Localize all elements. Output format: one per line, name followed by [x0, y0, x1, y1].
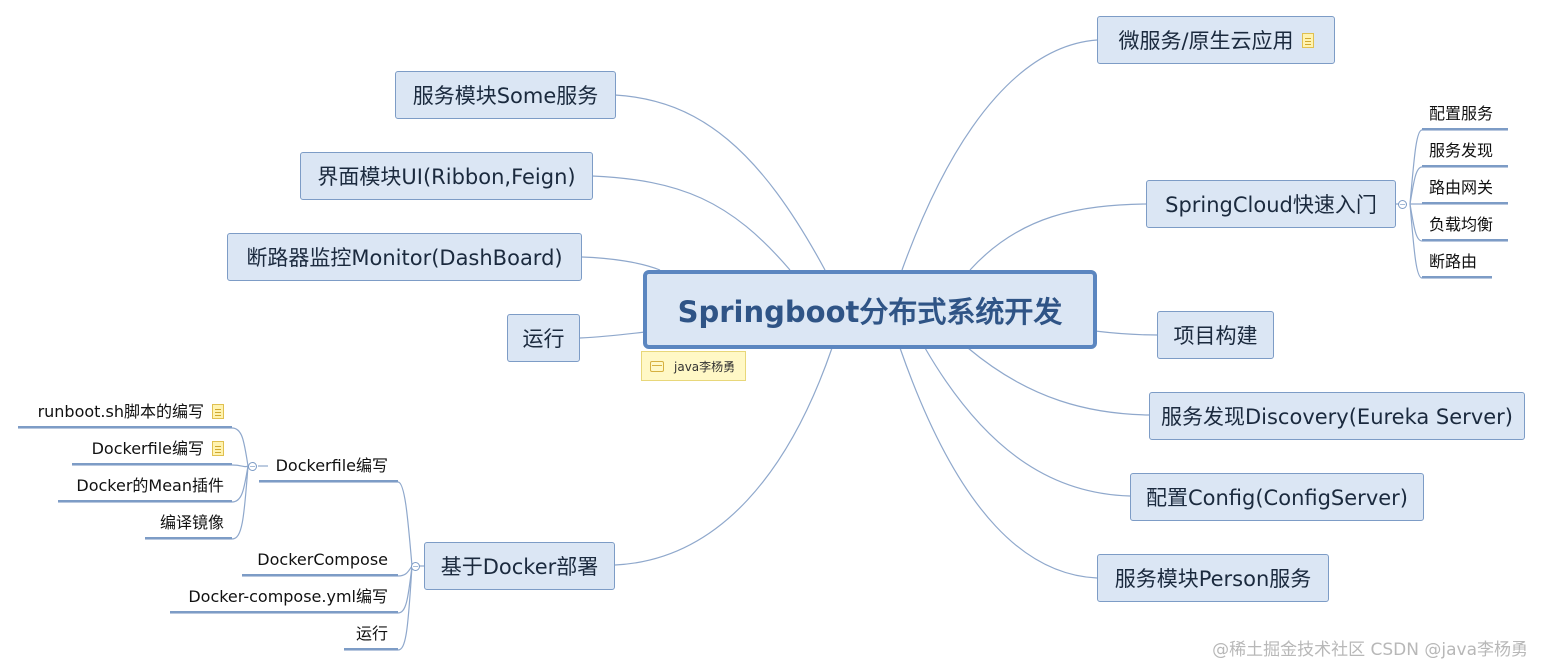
- leaf-docker-mean-plugin[interactable]: Docker的Mean插件: [58, 476, 232, 502]
- branch-springcloud[interactable]: SpringCloud快速入门: [1146, 180, 1396, 228]
- leaf-build-image[interactable]: 编译镜像: [145, 513, 232, 539]
- leaf-label: 配置服务: [1429, 104, 1494, 123]
- leaf-label: DockerCompose: [257, 550, 388, 569]
- link-center-config: [924, 347, 1131, 497]
- leaf-service-discovery[interactable]: 服务发现: [1422, 141, 1508, 167]
- note-icon[interactable]: [212, 404, 224, 419]
- leaf-circuit-breaker[interactable]: 断路由: [1422, 252, 1492, 278]
- branch-label: SpringCloud快速入门: [1165, 193, 1377, 217]
- link-dk-2: [242, 565, 413, 577]
- link-df-2: [72, 464, 249, 468]
- leaf-label: Docker的Mean插件: [76, 476, 224, 495]
- link-df-1: [18, 427, 249, 467]
- link-dk-4: [344, 565, 413, 651]
- branch-project-build[interactable]: 项目构建: [1157, 311, 1274, 359]
- branch-discovery[interactable]: 服务发现Discovery(Eureka Server): [1149, 392, 1525, 440]
- note-icon[interactable]: [1301, 32, 1314, 48]
- branch-label: 项目构建: [1173, 324, 1258, 348]
- watermark: @稀土掘金技术社区 CSDN @java李杨勇: [1212, 640, 1528, 660]
- leaf-label: 路由网关: [1429, 178, 1494, 197]
- leaf-label: 负载均衡: [1429, 215, 1494, 234]
- collapse-toggle-springcloud[interactable]: −: [1398, 200, 1407, 209]
- leaf-label: 编译镜像: [159, 513, 224, 532]
- branch-config[interactable]: 配置Config(ConfigServer): [1130, 473, 1424, 521]
- branch-label: 界面模块UI(Ribbon,Feign): [317, 165, 576, 189]
- leaf-label: runboot.sh脚本的编写: [37, 402, 204, 421]
- branch-label: 服务模块Person服务: [1114, 567, 1312, 591]
- branch-label: 服务发现Discovery(Eureka Server): [1160, 405, 1513, 429]
- branch-label: 断路器监控Monitor(DashBoard): [246, 246, 563, 270]
- collapse-toggle-dockerfile[interactable]: −: [248, 462, 257, 471]
- branch-person-service[interactable]: 服务模块Person服务: [1097, 554, 1329, 602]
- leaf-label: Docker-compose.yml编写: [188, 587, 388, 606]
- link-center-monitor: [581, 256, 661, 271]
- link-center-discovery: [967, 347, 1150, 416]
- leaf-docker-run[interactable]: 运行: [344, 624, 398, 650]
- link-df-3: [58, 465, 249, 503]
- leaf-gateway[interactable]: 路由网关: [1422, 178, 1508, 204]
- leaf-compose-yml[interactable]: Docker-compose.yml编写: [170, 587, 398, 613]
- leaf-load-balance[interactable]: 负载均衡: [1422, 215, 1508, 241]
- leaf-dockerfile-write[interactable]: Dockerfile编写: [72, 439, 232, 465]
- leaf-label: 运行: [355, 624, 388, 643]
- link-sc-2: [1409, 166, 1508, 205]
- leaf-config-service[interactable]: 配置服务: [1422, 104, 1508, 130]
- leaf-runboot-script[interactable]: runboot.sh脚本的编写: [18, 402, 232, 428]
- link-center-docker: [614, 347, 833, 566]
- link-center-ui: [591, 175, 791, 271]
- branch-label: 服务模块Some服务: [412, 84, 599, 108]
- leaf-label: Dockerfile编写: [91, 439, 204, 458]
- branch-microservice[interactable]: 微服务/原生云应用: [1097, 16, 1335, 64]
- collapse-toggle-docker[interactable]: −: [411, 562, 420, 571]
- leaf-label: Dockerfile编写: [275, 456, 388, 475]
- link-sc-5: [1409, 203, 1492, 279]
- link-center-run: [579, 331, 646, 339]
- branch-docker-deploy[interactable]: 基于Docker部署: [424, 542, 615, 590]
- link-center-micro: [901, 39, 1098, 271]
- author-note[interactable]: java李杨勇: [641, 351, 746, 381]
- link-center-springcloud: [969, 203, 1147, 271]
- leaf-dockerfile-group[interactable]: Dockerfile编写: [259, 456, 398, 482]
- branch-label: 配置Config(ConfigServer): [1145, 486, 1408, 510]
- branch-ui-module[interactable]: 界面模块UI(Ribbon,Feign): [300, 152, 593, 200]
- author-note-label: java李杨勇: [674, 359, 736, 374]
- branch-label: 基于Docker部署: [440, 555, 599, 579]
- branch-run[interactable]: 运行: [507, 314, 580, 362]
- note-tag-icon: [650, 360, 664, 372]
- central-topic[interactable]: Springboot分布式系统开发: [643, 270, 1097, 349]
- branch-monitor[interactable]: 断路器监控Monitor(DashBoard): [227, 233, 582, 281]
- link-sc-1: [1409, 129, 1508, 205]
- link-dk-1: [259, 481, 413, 567]
- leaf-label: 断路由: [1429, 252, 1478, 271]
- branch-label: 运行: [522, 327, 565, 351]
- link-center-person: [899, 347, 1098, 579]
- central-topic-label: Springboot分布式系统开发: [677, 294, 1063, 329]
- link-center-build: [1094, 330, 1158, 336]
- leaf-label: 服务发现: [1429, 141, 1494, 160]
- leaf-docker-compose[interactable]: DockerCompose: [242, 550, 398, 576]
- link-df-4: [145, 465, 249, 540]
- branch-some-service[interactable]: 服务模块Some服务: [395, 71, 616, 119]
- branch-label: 微服务/原生云应用: [1118, 29, 1294, 53]
- link-center-some: [614, 94, 826, 271]
- note-icon[interactable]: [212, 441, 224, 456]
